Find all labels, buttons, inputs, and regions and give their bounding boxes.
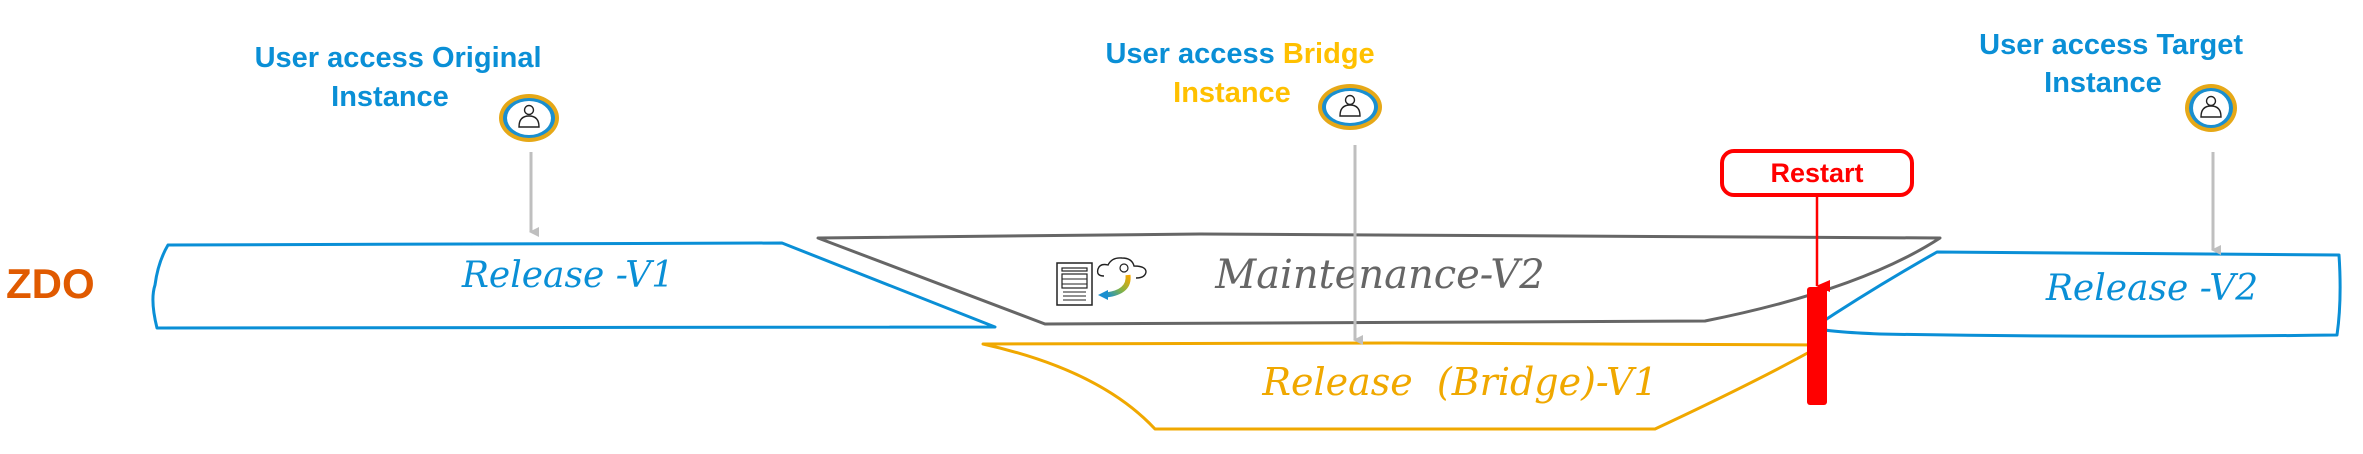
restart-bar [1807, 287, 1827, 405]
phase-maintenance-v2: Maintenance-V2 [816, 232, 1942, 326]
user-access-target-line2: Instance [2044, 67, 2162, 99]
release-v2-label: Release -V2 [2045, 268, 2258, 309]
user-access-target-line1: User access Target [1923, 29, 2284, 61]
user-access-target: User access Target Instance [1923, 29, 2284, 255]
user-access-highlight: Original [432, 42, 542, 74]
release-bridge-v1-label: Release (Bridge)-V1 [1261, 360, 1657, 404]
user-access-original-line1: User access Original [198, 42, 582, 74]
restart-label: Restart [1770, 158, 1863, 188]
user-access-highlight: Bridge [1283, 38, 1375, 70]
user-icon [2185, 84, 2237, 132]
release-v2-shape [1811, 250, 2342, 338]
user-access-bridge: User access Bridge Instance [1049, 38, 1415, 345]
user-access-prefix: User access [1105, 38, 1282, 70]
document-cloud-sync-icon [1056, 257, 1147, 306]
phase-release-bridge-v1: Release (Bridge)-V1 [981, 341, 1824, 431]
phase-release-v1: Release -V1 [151, 241, 997, 330]
user-access-prefix: User access [255, 42, 432, 74]
user-access-original: User access Original Instance [198, 42, 582, 237]
phase-release-v2: Release -V2 [1811, 250, 2342, 338]
user-icon [499, 94, 559, 142]
user-access-bridge-line2: Instance [1173, 77, 1291, 109]
user-access-bridge-line1: User access Bridge [1049, 38, 1415, 70]
user-icon [1318, 84, 1382, 130]
user-access-highlight: Target [2157, 29, 2244, 61]
release-v1-shape [151, 241, 997, 330]
maintenance-v2-label: Maintenance-V2 [1214, 252, 1545, 298]
release-v1-label: Release -V1 [461, 255, 674, 296]
restart-callout-box [1720, 149, 1914, 197]
user-access-original-line2: Instance [331, 81, 449, 113]
user-access-prefix: User access [1979, 29, 2156, 61]
release-bridge-v1-shape [981, 341, 1824, 431]
restart-marker: Restart [1720, 149, 1914, 405]
row-label-zdo: ZDO [6, 260, 95, 307]
maintenance-v2-shape [816, 232, 1942, 326]
